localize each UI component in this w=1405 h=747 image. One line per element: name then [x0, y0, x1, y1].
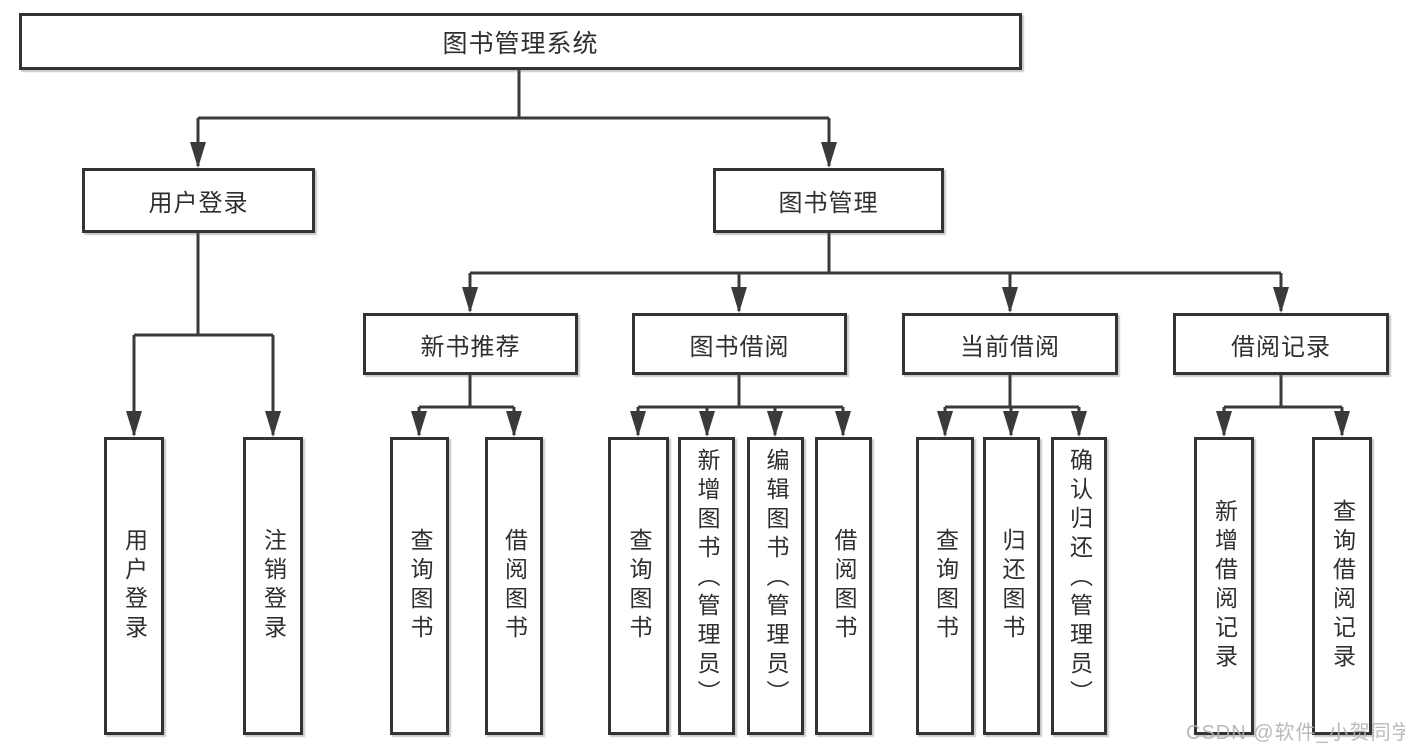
arrow-icon	[1003, 411, 1019, 437]
leaf-current-confirm-return-admin: 确认归还（管理员）	[1051, 437, 1107, 735]
connector-book-borrow	[636, 375, 845, 435]
leaf-records-add-record: 新增借阅记录	[1194, 437, 1254, 735]
connector-new-book-recommend	[417, 375, 516, 435]
connector-borrow-records	[1222, 375, 1344, 435]
leaf-user-login: 用户登录	[104, 437, 164, 735]
connector-user-login-to-leaves	[132, 233, 275, 435]
leaf-label: 新增图书（管理员）	[694, 448, 720, 709]
arrow-icon	[937, 411, 953, 437]
arrow-icon	[265, 411, 281, 437]
leaf-label: 借阅图书	[501, 528, 528, 644]
leaf-label: 查询借阅记录	[1329, 499, 1356, 673]
node-label: 图书管理系统	[442, 29, 599, 58]
arrow-icon	[411, 411, 427, 437]
arrow-icon	[1002, 287, 1018, 313]
arrow-icon	[190, 142, 206, 168]
node-new-book-recommend: 新书推荐	[363, 313, 578, 375]
node-borrow-records: 借阅记录	[1173, 313, 1389, 375]
node-label: 图书借阅	[689, 333, 790, 361]
arrow-icon	[699, 411, 715, 437]
node-label: 图书管理	[778, 190, 879, 217]
node-book-borrow: 图书借阅	[632, 313, 847, 375]
leaf-label: 用户登录	[121, 528, 148, 644]
arrow-icon	[506, 411, 522, 437]
node-current-borrow: 当前借阅	[902, 313, 1118, 375]
arrow-icon	[1334, 411, 1350, 437]
leaf-label: 确认归还（管理员）	[1066, 448, 1093, 709]
csdn-watermark: CSDN @软件_小贺同学	[1186, 722, 1405, 744]
leaf-current-query-books: 查询图书	[916, 437, 974, 735]
leaf-records-query-record: 查询借阅记录	[1312, 437, 1372, 735]
arrow-icon	[821, 142, 837, 168]
leaf-label: 注销登录	[260, 528, 287, 644]
leaf-label: 归还图书	[999, 528, 1025, 644]
node-user-login: 用户登录	[82, 168, 315, 233]
arrow-icon	[1216, 411, 1232, 437]
connector-book-management-to-modules	[468, 233, 1283, 311]
leaf-borrow-add-book-admin: 新增图书（管理员）	[678, 437, 735, 735]
leaf-borrow-borrow-books: 借阅图书	[815, 437, 872, 735]
leaf-label: 查询图书	[626, 528, 652, 644]
leaf-borrow-edit-book-admin: 编辑图书（管理员）	[747, 437, 804, 735]
leaf-label: 编辑图书（管理员）	[763, 448, 789, 709]
arrow-icon	[731, 287, 747, 313]
arrow-icon	[462, 287, 478, 313]
node-label: 新书推荐	[420, 333, 521, 361]
connector-root-to-branches	[196, 70, 831, 166]
leaf-newbook-query-books: 查询图书	[390, 437, 449, 735]
arrow-icon	[1273, 287, 1289, 313]
arrow-icon	[767, 411, 783, 437]
leaf-label: 查询图书	[407, 528, 433, 644]
arrow-icon	[1071, 411, 1087, 437]
node-book-management: 图书管理	[713, 168, 944, 233]
leaf-logout-login: 注销登录	[243, 437, 303, 735]
arrow-icon	[835, 411, 851, 437]
leaf-borrow-query-books: 查询图书	[608, 437, 669, 735]
leaf-label: 新增借阅记录	[1211, 499, 1238, 673]
arrow-icon	[126, 411, 142, 437]
node-label: 用户登录	[148, 190, 249, 217]
leaf-current-return-books: 归还图书	[983, 437, 1040, 735]
node-label: 当前借阅	[960, 333, 1060, 361]
leaf-label: 借阅图书	[831, 528, 857, 644]
leaf-newbook-borrow-books: 借阅图书	[485, 437, 543, 735]
arrow-icon	[630, 411, 646, 437]
node-label: 借阅记录	[1231, 333, 1331, 361]
node-root-system: 图书管理系统	[19, 13, 1022, 70]
leaf-label: 查询图书	[932, 528, 959, 644]
arrowheads	[126, 142, 1350, 437]
